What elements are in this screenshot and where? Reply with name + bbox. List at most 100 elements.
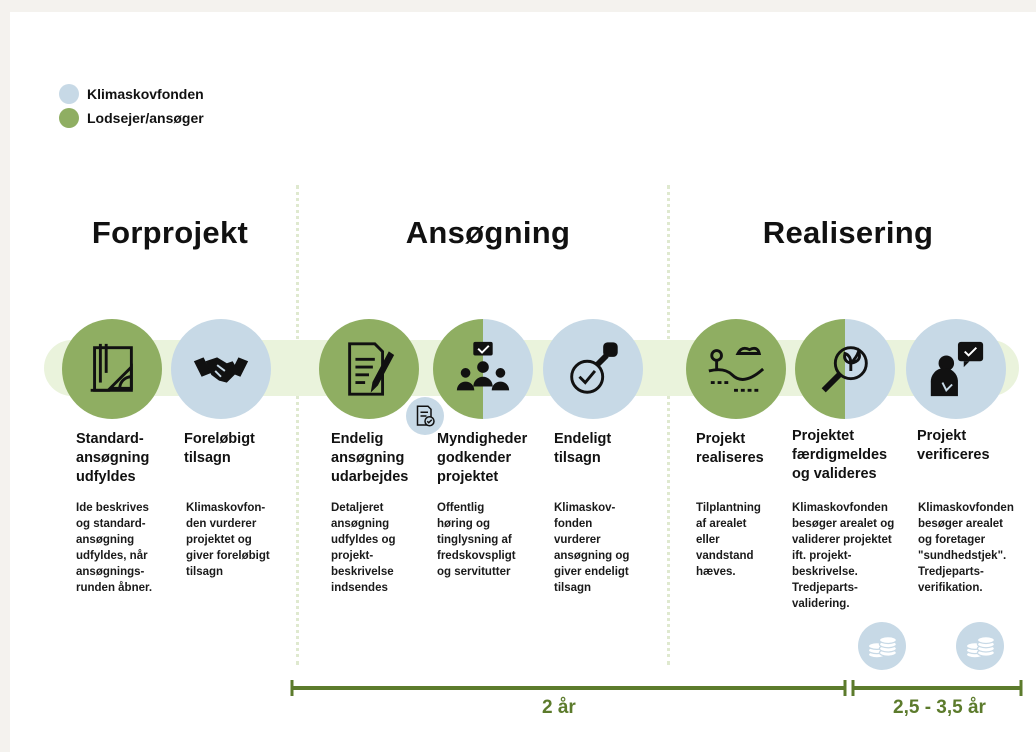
step-desc-2: Klimaskovfon- den vurderer projektet og … [186, 500, 306, 580]
handshake-icon [193, 357, 249, 383]
desc-line: eller [696, 534, 720, 546]
desc-line: vandstand [696, 550, 754, 562]
desc-line: og foretager [918, 534, 986, 546]
title-line: færdigmeldes [792, 447, 888, 463]
document-check-icon [416, 405, 435, 427]
desc-line: Klimaskovfon- [186, 502, 266, 514]
desc-line: og standard- [76, 518, 146, 530]
duration-label-2: 2,5 - 3,5 år [893, 697, 986, 718]
desc-line: Klimaskovfonden [792, 502, 888, 514]
desc-line: projekt- [331, 550, 374, 562]
document-check-badge [406, 397, 444, 435]
phase-divider [667, 185, 670, 665]
title-line: Projekt [917, 428, 967, 444]
title-line: ansøgning [76, 450, 150, 466]
desc-line: ansøgning [76, 534, 135, 546]
desc-line: af arealet [696, 518, 747, 530]
step-title-5: Endeligt tilsagn [554, 430, 674, 468]
step-title-3: Endelig ansøgning udarbejdes [331, 430, 451, 487]
desc-line: Ide beskrives [76, 502, 149, 514]
desc-line: besøger arealet og [792, 518, 895, 530]
desc-line: ift. projekt- [792, 550, 852, 562]
desc-line: projektet og [186, 534, 252, 546]
step-circle-8 [906, 319, 1006, 419]
step-title-4: Myndigheder godkender projektet [437, 430, 557, 487]
desc-line: ansøgning og [554, 550, 630, 562]
title-line: Standard- [76, 431, 144, 447]
desc-line: Klimaskov- [554, 502, 616, 514]
title-line: projektet [437, 469, 499, 485]
phase-title-ansogning: Ansøgning [405, 215, 571, 250]
title-line: tilsagn [184, 450, 231, 466]
step-desc-6: Tilplantning af arealet eller vandstand … [696, 500, 816, 580]
desc-line: Tilplantning [696, 502, 761, 514]
step-desc-8: Klimaskovfonden besøger arealet og foret… [918, 500, 1034, 596]
legend-item-lodsejer: Lodsejer/ansøger [59, 108, 204, 128]
phase-title-realisering: Realisering [762, 215, 934, 250]
phase-divider [296, 185, 299, 665]
desc-line: indsendes [331, 582, 388, 594]
title-line: Projekt [696, 431, 746, 447]
desc-line: Klimaskovfonden [918, 502, 1014, 514]
title-line: udarbejdes [331, 469, 409, 485]
title-line: og valideres [792, 466, 877, 482]
desc-line: beskrivelse [331, 566, 394, 578]
desc-line: tinglysning af [437, 534, 512, 546]
desc-line: giver endeligt [554, 566, 629, 578]
landscape-icon [708, 346, 765, 392]
desc-line: Tredjeparts- [918, 566, 984, 578]
title-line: Endelig [331, 431, 384, 447]
step-desc-4: Offentlig høring og tinglysning af freds… [437, 500, 557, 580]
title-line: Endeligt [554, 431, 612, 447]
group-approval-icon [456, 341, 510, 391]
legend-item-klimaskovfonden: Klimaskovfonden [59, 84, 204, 104]
coins-icon [965, 636, 996, 659]
title-line: Foreløbigt [184, 431, 255, 447]
desc-line: Tredjeparts- [792, 582, 858, 594]
title-line: verificeres [917, 447, 990, 463]
desc-line: giver foreløbigt [186, 550, 270, 562]
phase-title-forprojekt: Forprojekt [91, 215, 249, 250]
timeline [290, 680, 1023, 696]
step-desc-3: Detaljeret ansøgning udfyldes og projekt… [331, 500, 451, 596]
title-line: Myndigheder [437, 431, 528, 447]
step-title-7: Projektet færdigmeldes og valideres [792, 427, 912, 484]
title-line: ansøgning [331, 450, 405, 466]
step-circle-3 [319, 319, 419, 419]
step-desc-7: Klimaskovfonden besøger arealet og valid… [792, 500, 917, 612]
desc-line: fonden [554, 518, 593, 530]
desc-line: ansøgnings- [76, 566, 145, 578]
legend-dot-klimaskovfonden [59, 84, 79, 104]
desc-line: og servitutter [437, 566, 511, 578]
desc-line: Offentlig [437, 502, 485, 514]
desc-line: den vurderer [186, 518, 257, 530]
step-title-8: Projekt verificeres [917, 427, 1036, 465]
title-line: udfyldes [76, 469, 136, 485]
coins-badge-1 [858, 622, 906, 670]
stamp-icon [570, 342, 618, 394]
coins-icon [867, 636, 898, 659]
title-line: Projektet [792, 428, 855, 444]
desc-line: beskrivelse. [792, 566, 858, 578]
document-pen-icon [348, 342, 395, 396]
legend-label: Lodsejer/ansøger [87, 110, 204, 126]
desc-line: vurderer [554, 534, 601, 546]
desc-line: udfyldes, når [76, 550, 148, 562]
desc-line: validering. [792, 598, 850, 610]
person-chat-icon [930, 341, 984, 397]
timeline-segment-1 [290, 680, 847, 696]
step-title-2: Foreløbigt tilsagn [184, 430, 304, 468]
step-circle-4 [433, 319, 533, 419]
magnifier-leaf-icon [821, 346, 868, 393]
desc-line: høring og [437, 518, 491, 530]
title-line: godkender [437, 450, 512, 466]
step-circle-2 [171, 319, 271, 419]
desc-line: ansøgning [331, 518, 390, 530]
step-desc-5: Klimaskov- fonden vurderer ansøgning og … [554, 500, 674, 596]
legend-label: Klimaskovfonden [87, 86, 204, 102]
step-title-1: Standard- ansøgning udfyldes [76, 430, 196, 487]
desc-line: fredskovspligt [437, 550, 516, 562]
desc-line: besøger arealet [918, 518, 1004, 530]
desc-line: tilsagn [554, 582, 592, 594]
